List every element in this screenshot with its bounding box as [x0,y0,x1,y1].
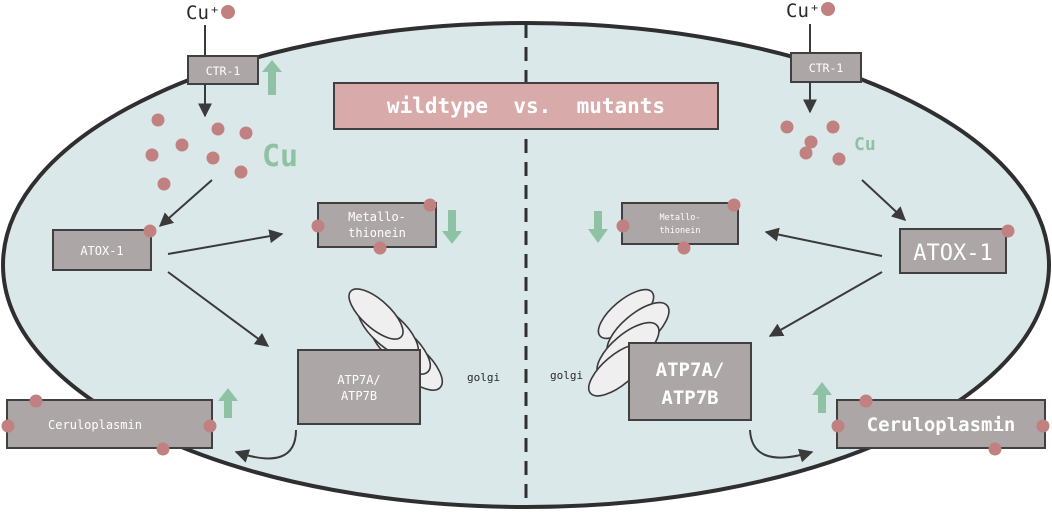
copper-dot [203,419,217,433]
left-pool-to-atox-arrow [158,179,213,227]
left-atp-to-cerulo-arrow [234,429,297,463]
right-cu-ion-label: Cu⁺ [786,0,820,22]
copper-dot [234,165,248,179]
left-metallothionein-down-arrow [442,210,462,244]
copper-dot [1,419,15,433]
right-ceruloplasmin-up-arrow [812,382,832,413]
copper-dot [799,146,813,160]
left-ceruloplasmin-box [6,399,213,449]
right-atox-to-metallo-arrow [764,227,883,257]
copper-dot [826,120,840,134]
copper-dot [727,198,741,212]
right-atp7-box [628,342,752,421]
right-golgi [587,288,670,397]
copper-dot [1036,419,1050,433]
copper-dot [831,419,845,433]
right-metallothionein-down-arrow [588,211,608,243]
right-atp-to-cerulo-arrow [749,429,814,463]
left-atp7-label-2: ATP7B [341,389,377,403]
left-ctr1-up-arrow [262,60,282,95]
copper-dot [156,442,170,456]
copper-dot [616,219,630,233]
right-cu-ion-dot [821,2,835,16]
title-box [333,82,719,130]
left-atp7-box [297,349,421,425]
right-ctr1-box [790,52,862,83]
left-cu-ion-dot [221,5,235,19]
copper-dot [206,151,220,165]
left-atox-to-metallo-arrow [167,229,284,255]
copper-dot [859,394,873,408]
right-atp7-label-2: ATP7B [661,387,718,409]
left-ctr1-label: CTR-1 [206,64,241,78]
copper-dot [423,198,437,212]
right-atp7-label-1: ATP7A/ [656,359,725,381]
right-pool-to-atox-arrow [861,179,907,221]
right-atox1-copper-dot [1001,224,1015,238]
copper-dot [239,126,253,140]
left-atox-to-atp-arrow [167,271,270,347]
left-atox1-box [52,229,152,271]
left-ctr1-box [187,55,259,85]
left-atp7-label-1: ATP7A/ [337,373,380,387]
left-metallothionein-label-2: thionein [348,226,406,240]
left-atox1-label: ATOX-1 [80,244,123,258]
left-metallothionein-box [317,202,437,248]
left-cu-label: Cu [262,139,298,174]
left-atox1-copper-dot [143,224,157,238]
right-cu-label: Cu [854,134,876,155]
right-atox1-box [899,228,1007,274]
copper-dot [145,148,159,162]
right-atox1-label: ATOX-1 [913,241,992,266]
copper-dot [311,219,325,233]
copper-dot [211,122,225,136]
copper-dot [157,177,171,191]
left-ceruloplasmin-label: Ceruloplasmin [48,418,142,432]
left-copper-pool [145,113,253,191]
copper-dot [832,152,846,166]
copper-dot [373,241,387,255]
copper-dot [677,241,691,255]
left-ceruloplasmin-up-arrow [218,388,238,418]
copper-dot [780,120,794,134]
copper-dot [988,442,1002,456]
copper-dot [29,394,43,408]
left-metallothionein-label-1: Metallo- [348,210,406,224]
title-text: wildtype vs. mutants [387,94,665,118]
left-golgi-label: golgi [467,371,500,384]
right-atox-to-atp-arrow [768,271,883,337]
right-ctr1-label: CTR-1 [809,61,844,75]
copper-dot [804,135,818,149]
left-cu-ion-label: Cu⁺ [186,2,220,24]
right-metallothionein-box [621,202,739,245]
right-golgi-label: golgi [550,369,583,382]
right-copper-pool [780,120,846,166]
copper-dot [151,113,165,127]
copper-dot [175,138,189,152]
right-metallothionein-label-2: thionein [660,226,701,236]
right-metallothionein-label-1: Metallo- [660,213,701,223]
right-ceruloplasmin-label: Ceruloplasmin [867,414,1016,436]
